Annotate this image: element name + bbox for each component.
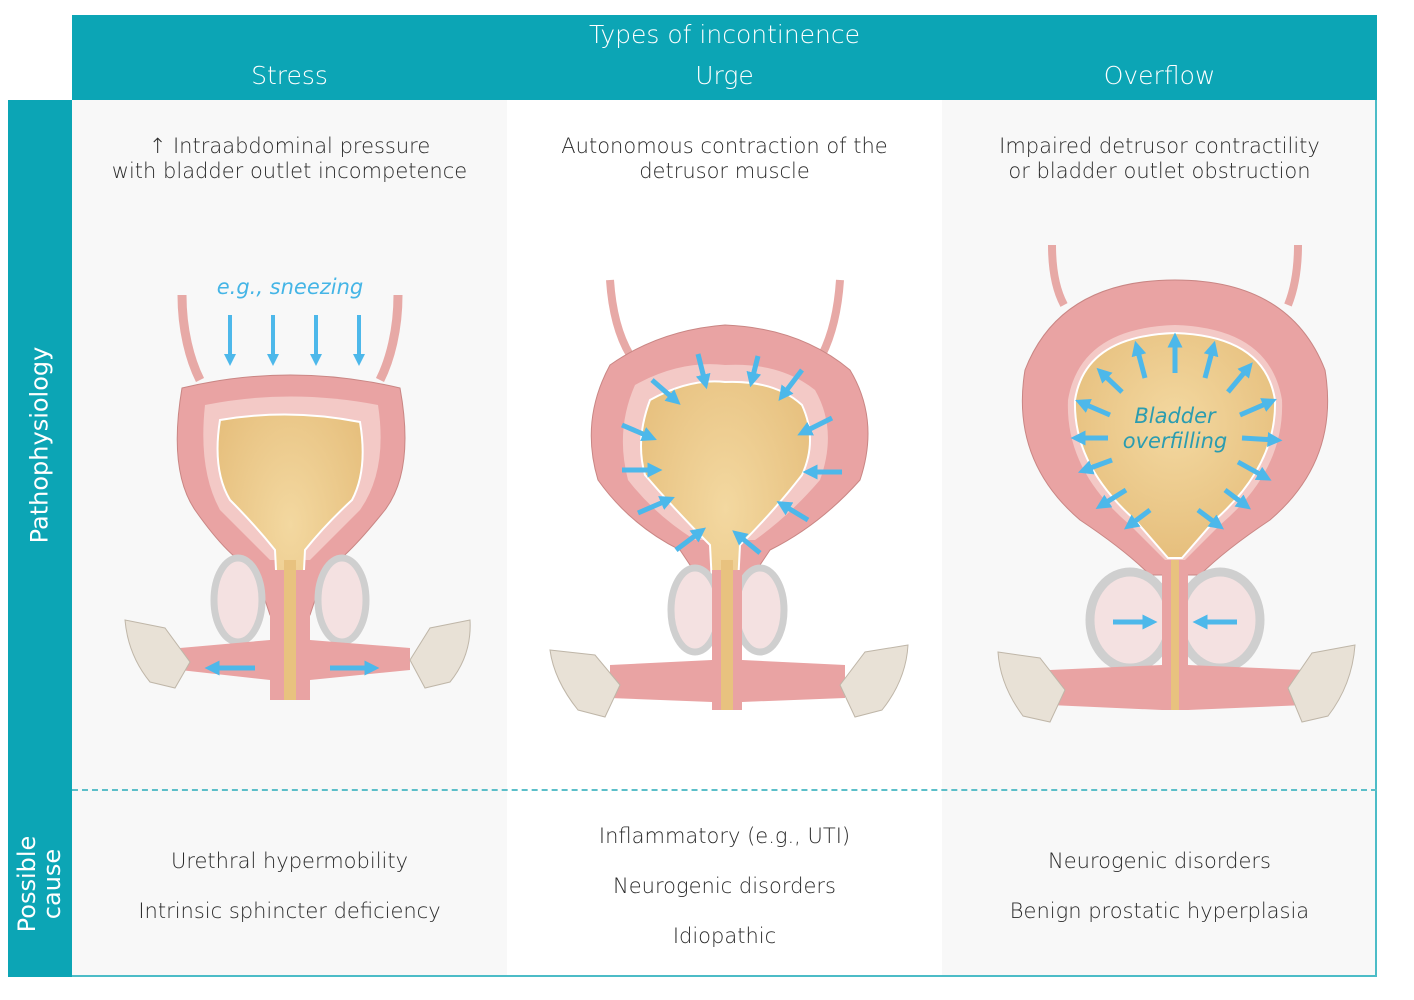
header-title: Types of incontinence	[588, 20, 861, 49]
left-pubic-bone	[124, 619, 191, 689]
overflow-pathophysiology: Impaired detrusor contractility or bladd…	[942, 134, 1377, 184]
urge-pathophysiology: Autonomous contraction of the detrusor m…	[507, 134, 942, 184]
inward-arrow-icon	[621, 422, 657, 441]
left-pelvic-floor	[180, 640, 270, 680]
outward-arrow-icon	[1124, 508, 1152, 530]
outward-arrow-icon	[1223, 488, 1251, 510]
stress-causes: Urethral hypermobility Intrinsic sphinct…	[72, 836, 507, 936]
cause-item: Urethral hypermobility	[170, 849, 409, 873]
cause-item: Inflammatory (e.g., UTI)	[598, 824, 851, 848]
urine	[640, 380, 811, 701]
urethral-lumen	[721, 560, 733, 710]
right-ureter	[818, 279, 844, 357]
outward-arrow-icon	[1075, 399, 1111, 418]
column-header-stress: Stress	[251, 61, 328, 90]
urge-desc-line2: detrusor muscle	[639, 159, 810, 183]
overflow-desc-line1: Impaired detrusor contractility	[999, 134, 1320, 158]
cause-item: Neurogenic disorders	[613, 874, 836, 898]
stress-annotation: e.g., sneezing	[217, 275, 364, 299]
outward-arrow-icon	[1239, 398, 1277, 418]
pressure-arrows	[224, 315, 365, 366]
inward-arrow-icon	[637, 496, 675, 516]
left-pelvic-floor	[1050, 665, 1162, 710]
left-prostate	[210, 554, 266, 646]
inward-arrow-icon	[778, 368, 804, 401]
overflow-desc-line2: or bladder outlet obstruction	[1008, 159, 1311, 183]
right-pelvic-floor	[742, 660, 845, 702]
right-ureter	[1284, 244, 1302, 307]
inward-arrow-icon	[776, 501, 810, 523]
outward-arrow-icon	[1196, 508, 1224, 530]
right-prostate	[732, 564, 788, 656]
contraction-arrows	[621, 353, 842, 555]
right-prostate	[314, 554, 370, 646]
row-divider	[72, 789, 1377, 791]
left-ureter	[606, 279, 634, 358]
outward-arrow-icon	[1077, 457, 1113, 475]
urge-bladder-illustration	[549, 279, 909, 718]
row-label-possible-cause: Possible cause	[8, 790, 72, 977]
urethral-lumen	[1171, 560, 1179, 710]
row-label-pathophysiology: Pathophysiology	[8, 100, 72, 790]
cause-item: Idiopathic	[672, 924, 777, 948]
inward-arrow-icon	[650, 378, 681, 405]
outward-arrow-icon	[1236, 459, 1272, 481]
inward-arrow-icon	[695, 353, 711, 390]
possible-cause-label: Possible cause	[13, 835, 66, 932]
stress-desc-line1: ↑ Intraabdominal pressure	[148, 134, 431, 158]
possible-cause-label-line2: cause	[38, 848, 66, 919]
left-pubic-bone	[997, 651, 1066, 723]
table-frame	[72, 100, 1377, 977]
right-pelvic-floor	[310, 640, 410, 680]
cause-item: Intrinsic sphincter deficiency	[138, 899, 441, 923]
column-header-overflow: Overflow	[1103, 61, 1216, 90]
urine	[216, 413, 364, 691]
outward-arrows	[1070, 332, 1283, 530]
outward-arrow-icon	[1095, 487, 1128, 509]
stress-desc-line2: with bladder outlet incompetence	[111, 159, 468, 183]
urine	[1073, 331, 1277, 559]
overflow-bladder-illustration: Bladder overfilling	[997, 244, 1356, 723]
table-header: Types of incontinence Stress Urge Overfl…	[72, 15, 1377, 100]
right-ureter	[375, 294, 403, 383]
overflow-annotation-line2: overfilling	[1123, 429, 1228, 453]
right-pelvic-floor	[1188, 665, 1305, 710]
cause-item: Neurogenic disorders	[1048, 849, 1271, 873]
left-ureter	[1048, 244, 1068, 307]
inward-arrow-icon	[797, 415, 834, 436]
right-pubic-bone	[409, 619, 471, 689]
stress-bladder-illustration: e.g., sneezing	[124, 275, 471, 700]
inward-arrow-icon	[674, 527, 706, 552]
left-pelvic-floor	[610, 660, 712, 702]
left-pubic-bone	[549, 649, 621, 718]
pathophysiology-label: Pathophysiology	[25, 346, 54, 544]
urethral-lumen	[284, 560, 296, 700]
stress-pathophysiology: ↑ Intraabdominal pressure with bladder o…	[72, 134, 507, 184]
possible-cause-label-line1: Possible	[13, 835, 41, 932]
overflow-annotation-line1: Bladder	[1134, 404, 1217, 428]
right-pubic-bone	[1287, 644, 1356, 723]
outward-arrow-icon	[1226, 362, 1253, 394]
overflow-causes: Neurogenic disorders Benign prostatic hy…	[942, 836, 1377, 936]
inward-arrow-icon	[746, 355, 762, 388]
urge-causes: Inflammatory (e.g., UTI) Neurogenic diso…	[507, 811, 942, 961]
outward-arrow-icon	[1131, 340, 1148, 379]
left-ureter	[177, 294, 205, 383]
column-header-urge: Urge	[695, 61, 754, 90]
outward-arrow-icon	[1241, 432, 1283, 448]
right-pubic-bone	[839, 644, 909, 718]
outward-arrow-icon	[1096, 367, 1124, 394]
inward-arrow-icon	[732, 530, 762, 555]
left-prostate	[667, 564, 723, 656]
urge-desc-line1: Autonomous contraction of the	[561, 134, 888, 158]
outward-arrow-icon	[1202, 340, 1219, 379]
cause-item: Benign prostatic hyperplasia	[1009, 899, 1310, 923]
